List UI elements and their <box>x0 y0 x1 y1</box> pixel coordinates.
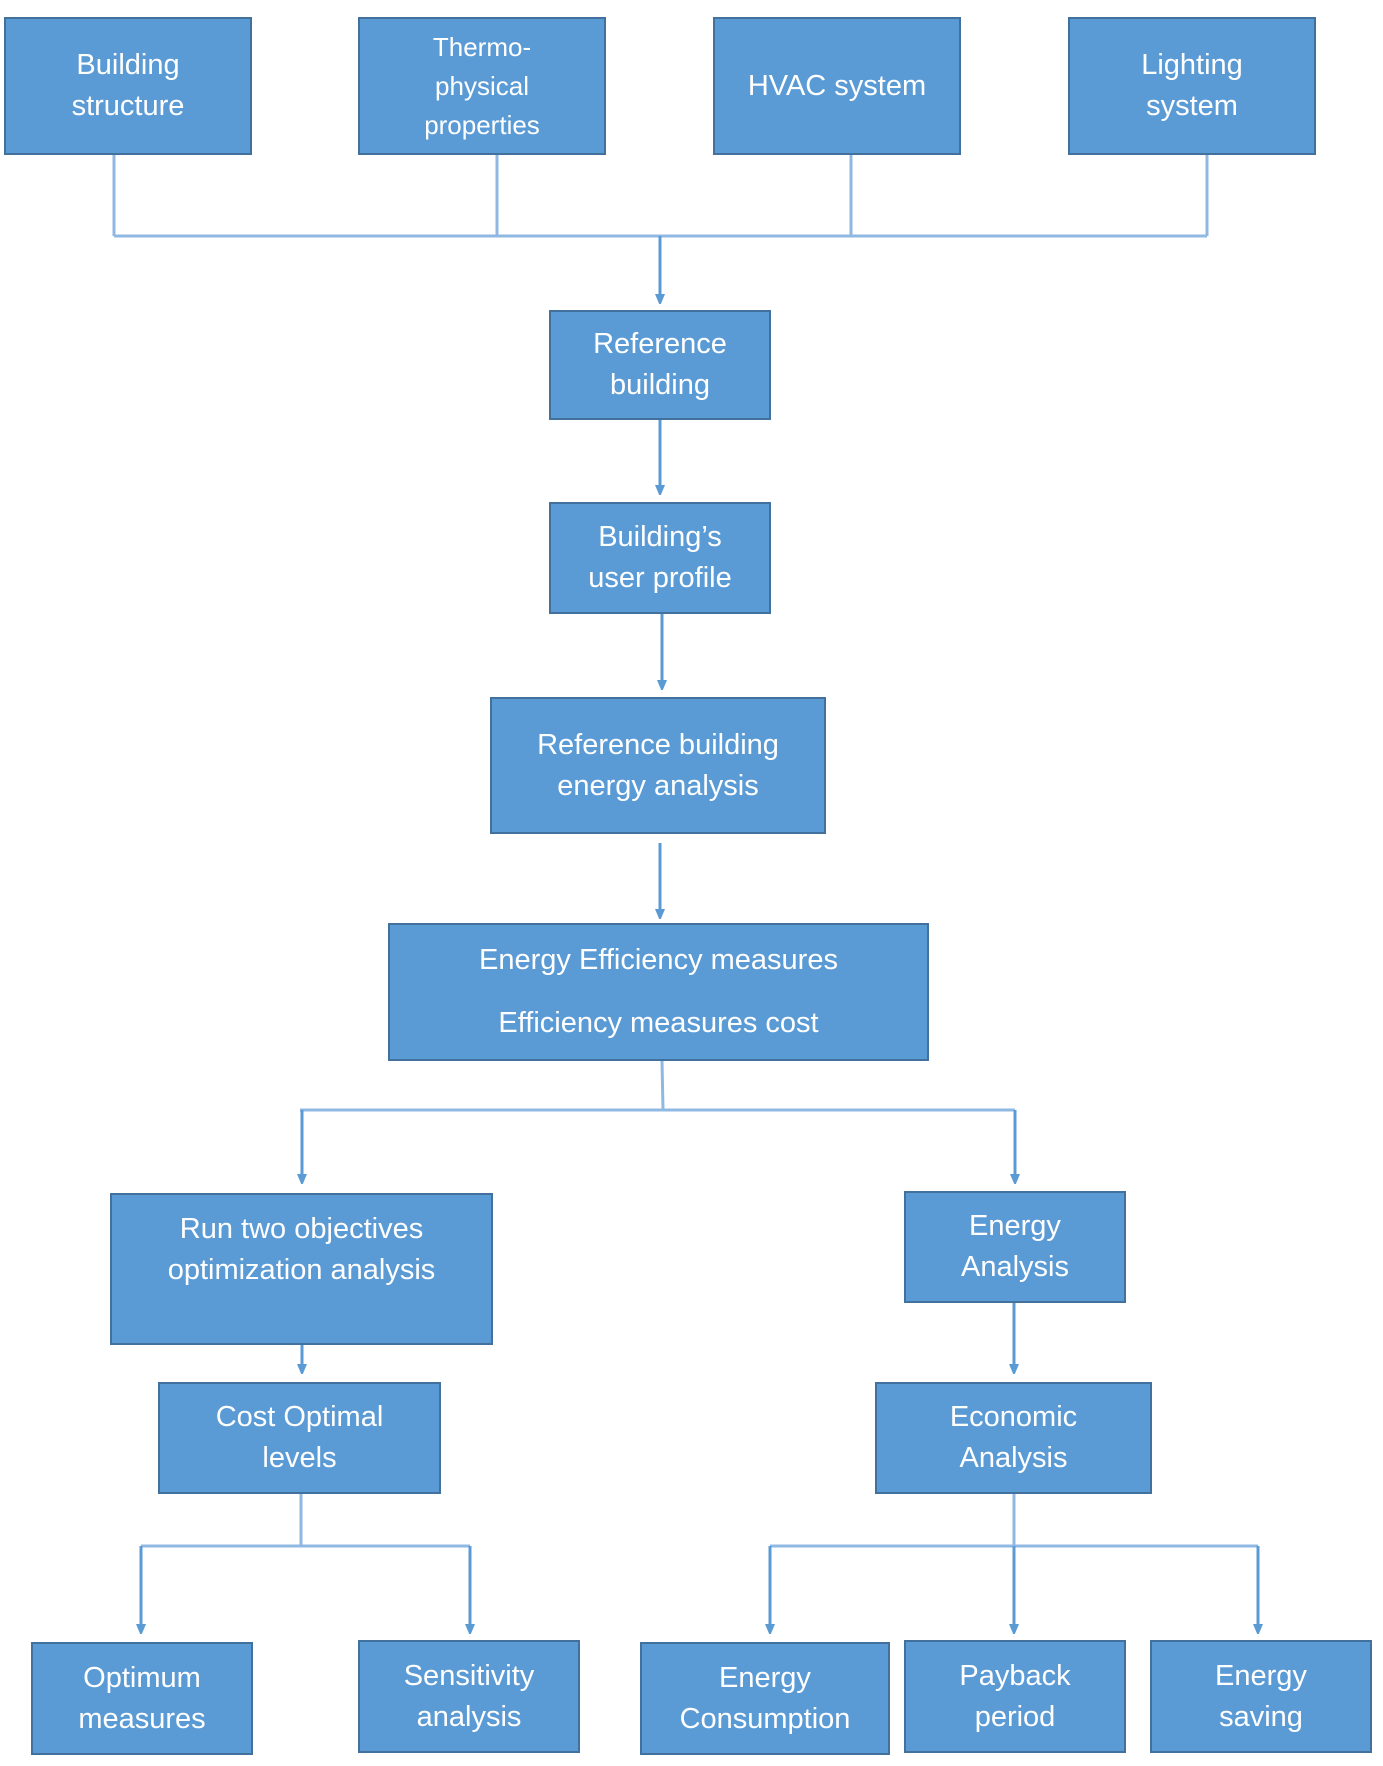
lighting-system-box: Lighting system <box>1068 17 1316 155</box>
sensitivity-analysis-box: Sensitivity analysis <box>358 1640 580 1753</box>
energy-saving-line-2: saving <box>1219 1700 1303 1733</box>
thermo-physical-box: Thermo- physical properties <box>358 17 606 155</box>
energy-analysis-line-2: Analysis <box>961 1251 1069 1283</box>
payback-period-line-1: Payback <box>959 1659 1071 1692</box>
optimum-measures-line-2: measures <box>78 1702 206 1735</box>
reference-building-box: Reference building <box>549 310 771 420</box>
reference-building-line-1: Reference <box>593 328 727 361</box>
thermo-physical-line-3: properties <box>424 109 540 140</box>
reference-energy-analysis-box: Reference building energy analysis <box>490 697 826 834</box>
energy-consumption-line-2: Consumption <box>679 1702 851 1735</box>
payback-period-line-2: period <box>974 1700 1056 1733</box>
user-profile-line-2: user profile <box>588 562 732 594</box>
optimization-box: Run two objectives optimization analysis <box>110 1193 493 1345</box>
economic-analysis-box: Economic Analysis <box>875 1382 1152 1494</box>
building-structure-box: Building structure <box>4 17 252 155</box>
cost-optimal-box: Cost Optimal levels <box>158 1382 441 1494</box>
reference-building-line-2: building <box>610 369 710 401</box>
reference-energy-analysis-line-1: Reference building <box>537 728 779 761</box>
hvac-system-line-1: HVAC system <box>747 69 927 102</box>
energy-analysis-box: Energy Analysis <box>904 1191 1126 1303</box>
user-profile-box: Building’s user profile <box>549 502 771 614</box>
user-profile-line-1: Building’s <box>598 521 722 554</box>
sensitivity-analysis-line-1: Sensitivity <box>403 1659 535 1692</box>
efficiency-measures-line-2: Efficiency measures cost <box>498 1007 819 1039</box>
optimization-line-1: Run two objectives <box>179 1213 424 1245</box>
payback-period-box: Payback period <box>904 1640 1126 1753</box>
optimum-measures-line-1: Optimum <box>83 1661 201 1694</box>
optimization-line-2: optimization analysis <box>167 1253 436 1286</box>
hvac-system-box: HVAC system <box>713 17 961 155</box>
building-structure-line-2: structure <box>71 90 185 122</box>
energy-analysis-line-1: Energy <box>969 1210 1061 1243</box>
thermo-physical-line-2: physical <box>435 70 529 101</box>
energy-saving-box: Energy saving <box>1150 1640 1372 1753</box>
cost-optimal-line-1: Cost Optimal <box>215 1401 384 1434</box>
thermo-physical-line-1: Thermo- <box>432 31 532 62</box>
energy-consumption-line-1: Energy <box>719 1661 811 1694</box>
lighting-system-line-2: system <box>1146 90 1238 122</box>
reference-energy-analysis-line-2: energy analysis <box>557 769 759 802</box>
efficiency-measures-box: Energy Efficiency measures Efficiency me… <box>388 923 929 1061</box>
efficiency-measures-line-1: Energy Efficiency measures <box>479 944 838 977</box>
economic-analysis-line-1: Economic <box>949 1401 1078 1434</box>
energy-consumption-box: Energy Consumption <box>640 1642 890 1755</box>
energy-saving-line-1: Energy <box>1215 1659 1307 1692</box>
optimum-measures-box: Optimum measures <box>31 1642 253 1755</box>
sensitivity-analysis-line-2: analysis <box>416 1700 522 1733</box>
lighting-system-line-1: Lighting <box>1141 49 1243 82</box>
connector-efficiency-branch <box>300 1060 665 1112</box>
economic-analysis-line-2: Analysis <box>959 1442 1068 1474</box>
building-structure-line-1: Building <box>76 49 180 82</box>
cost-optimal-line-2: levels <box>262 1442 337 1474</box>
